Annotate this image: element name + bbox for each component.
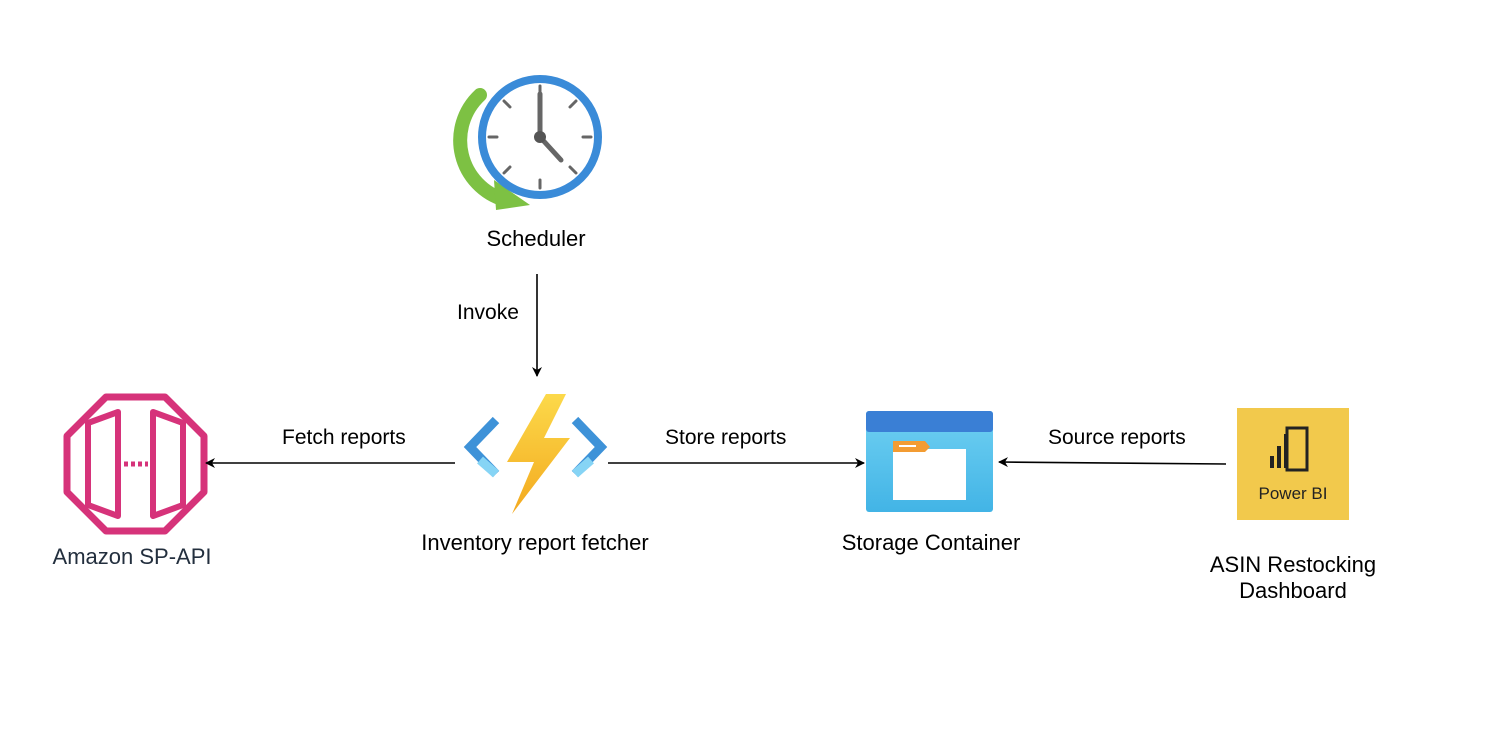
power-bi-icon-text: Power BI [1259, 484, 1328, 503]
sp-api-label: Amazon SP-API [52, 544, 212, 569]
power-bi-icon: Power BI [1237, 408, 1349, 520]
edge-label-fetch: Fetch reports [282, 426, 406, 449]
edge-source-reports [998, 457, 1227, 468]
api-gateway-icon [63, 393, 208, 535]
dashboard-label: ASIN Restocking Dashboard [1183, 552, 1403, 605]
storage-label: Storage Container [841, 530, 1021, 555]
clock-icon [453, 75, 602, 210]
edge-label-source: Source reports [1048, 426, 1186, 449]
scheduler-label: Scheduler [486, 226, 586, 251]
dashboard-label-line2: Dashboard [1239, 578, 1347, 604]
edge-label-store: Store reports [665, 426, 787, 449]
function-label: Inventory report fetcher [421, 530, 649, 555]
storage-container-icon [866, 411, 993, 512]
azure-function-icon [463, 394, 608, 514]
dashboard-label-line1: ASIN Restocking [1209, 552, 1377, 577]
edge-label-invoke: Invoke [457, 301, 519, 324]
